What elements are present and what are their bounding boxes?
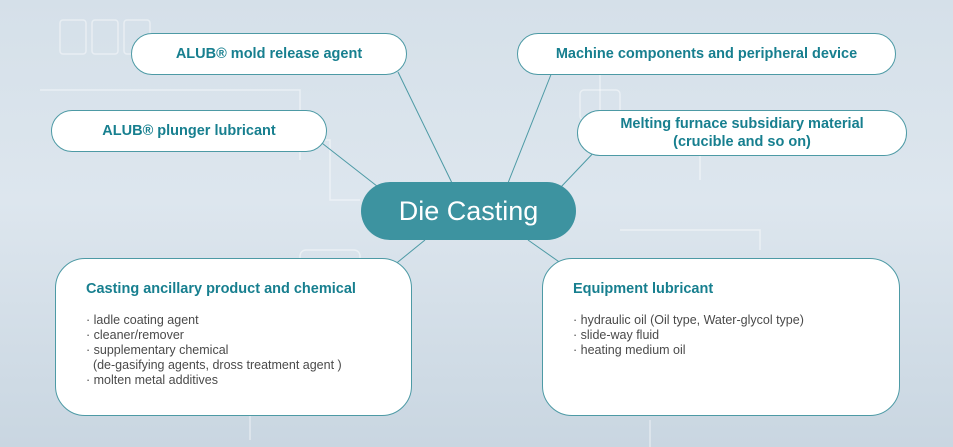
link-mold-release [397,71,453,184]
casting-item: · supplementary chemical [86,343,229,357]
casting-item: (de-gasifying agents, dross treatment ag… [86,358,342,372]
casting-list: · ladle coating agent · cleaner/remover … [86,313,385,388]
node-machine-label: Machine components and peripheral device [555,46,858,62]
node-mold-release: ALUB® mold release agent [131,33,407,75]
casting-title: Casting ancillary product and chemical [86,281,356,297]
box-equipment-lubricant: Equipment lubricant · hydraulic oil (Oil… [542,258,900,416]
link-plunger [317,139,383,191]
equipment-item: · slide-way fluid [573,328,660,342]
node-mold-release-label: ALUB® mold release agent [175,46,363,62]
center-node-die-casting: Die Casting [361,182,576,240]
equipment-list: · hydraulic oil (Oil type, Water-glycol … [573,313,873,358]
node-melting-furnace: Melting furnace subsidiary material (cru… [577,110,907,156]
equipment-title: Equipment lubricant [573,281,714,297]
casting-item: · cleaner/remover [86,328,184,342]
center-label: Die Casting [398,195,539,226]
casting-item: · ladle coating agent [86,313,199,327]
box-casting-ancillary: Casting ancillary product and chemical ·… [55,258,412,416]
node-plunger-lubricant: ALUB® plunger lubricant [51,110,327,152]
link-casting [392,239,426,267]
equipment-item: · heating medium oil [573,343,686,357]
link-machine [507,71,553,184]
node-machine-components: Machine components and peripheral device [517,33,896,75]
node-plunger-label: ALUB® plunger lubricant [102,123,276,139]
equipment-item: · hydraulic oil (Oil type, Water-glycol … [573,313,804,327]
casting-item: · molten metal additives [86,373,219,387]
node-melting-label-2: (crucible and so on) [673,134,811,150]
node-melting-label-1: Melting furnace subsidiary material [620,116,864,132]
